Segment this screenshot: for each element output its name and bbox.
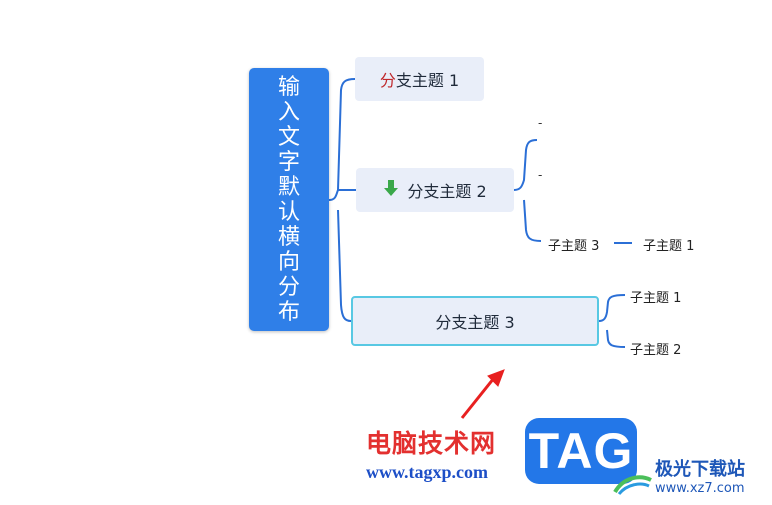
watermark-url: www.tagxp.com	[366, 462, 488, 482]
branch-topic-1[interactable]: 分支主题 1	[355, 57, 484, 101]
subtopic-3-child-1[interactable]: 子主题 1	[643, 239, 695, 254]
central-topic-char: 文	[277, 124, 300, 150]
branch-topic-2[interactable]: 分支主题 2	[356, 168, 514, 212]
annotation-arrow	[460, 369, 505, 419]
site-url: www.xz7.com	[655, 481, 745, 496]
central-topic-char: 横	[277, 224, 300, 250]
subtopic-3[interactable]: 子主题 3	[548, 239, 600, 254]
central-topic-char: 布	[277, 299, 300, 325]
aurora-logo-icon	[613, 470, 653, 500]
central-topic-char: 字	[277, 149, 300, 175]
tag-logo: TAG	[525, 418, 637, 484]
branch-topic-3-selected[interactable]: 分支主题 3	[351, 296, 599, 346]
branch-topic-3-label: 分支主题 3	[435, 313, 515, 332]
watermark-title: 电脑技术网	[366, 429, 497, 458]
central-topic[interactable]: 输入文字默认横向分布	[249, 68, 329, 331]
central-topic-char: 默	[277, 174, 300, 200]
central-topic-char: 向	[277, 249, 300, 275]
branch-topic-1-red-char: 分	[379, 71, 396, 90]
down-arrow-icon	[383, 179, 399, 201]
central-topic-char: 入	[277, 99, 300, 125]
central-topic-char: 认	[277, 199, 300, 225]
central-topic-char: 分	[277, 274, 300, 300]
branch-topic-2-label: 分支主题 2	[407, 182, 487, 201]
subtopic-placeholder-2[interactable]: -	[538, 168, 543, 182]
central-topic-label: 输入文字默认横向分布	[276, 75, 302, 325]
branch-topic-1-label: 支主题 1	[395, 71, 460, 90]
subtopic-1[interactable]: 子主题 1	[630, 291, 682, 306]
subtopic-placeholder-1[interactable]: -	[538, 116, 543, 130]
central-topic-char: 输	[277, 74, 300, 100]
subtopic-2[interactable]: 子主题 2	[630, 343, 682, 358]
site-name: 极光下载站	[655, 459, 745, 480]
